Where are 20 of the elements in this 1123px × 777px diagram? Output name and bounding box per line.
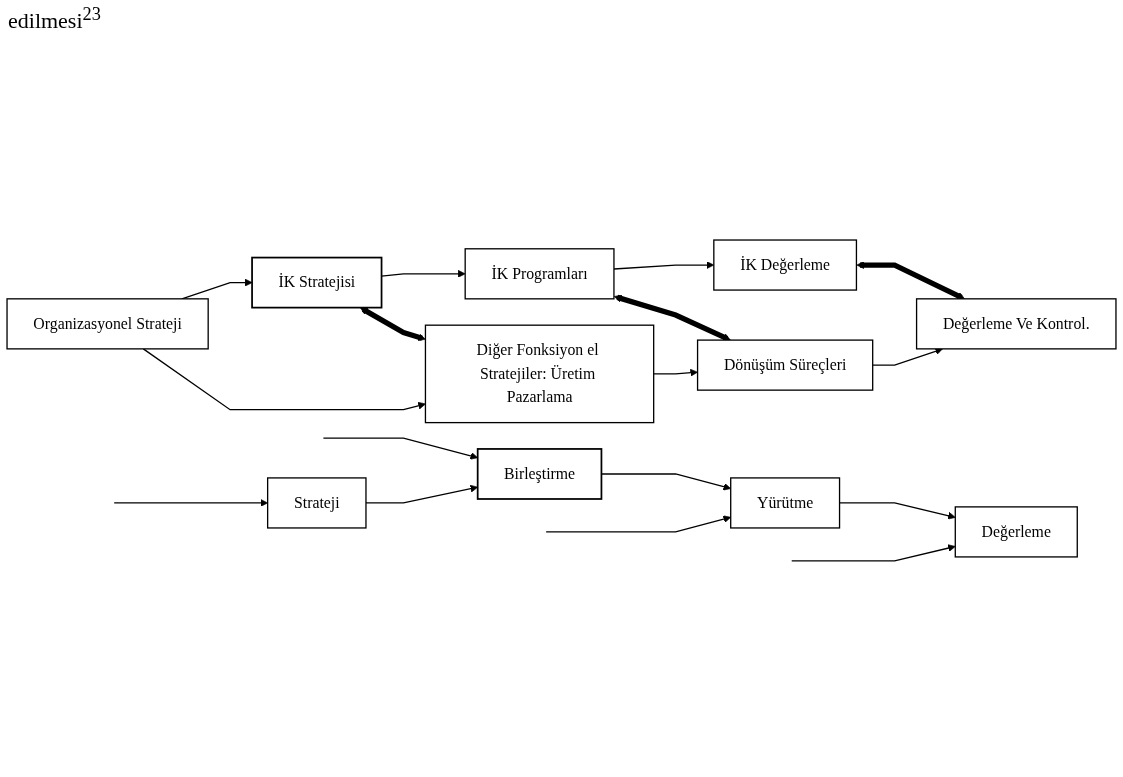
arrow — [653, 368, 698, 377]
arrow — [856, 260, 965, 300]
node-box: Diğer Fonksiyon el Stratejiler: Üretim Pazarlama — [424, 324, 655, 424]
arrow — [142, 347, 426, 411]
node-box: İK Değerleme — [713, 239, 858, 291]
arrow — [613, 294, 731, 341]
arrow — [872, 347, 943, 366]
arrow — [360, 306, 426, 341]
node-box: Birleştirme — [476, 447, 603, 500]
arrow — [113, 498, 268, 507]
node-box: Dönüşüm Süreçleri — [696, 339, 874, 391]
node-box: Yürütme — [730, 477, 841, 529]
node-box: Organizasyonel Strateji — [6, 297, 209, 350]
node-box: İK Stratejisi — [251, 256, 383, 309]
node-box: Strateji — [267, 477, 367, 529]
node-box: Değerleme — [954, 505, 1078, 558]
node-box: İK Programları — [464, 247, 615, 300]
arrow — [791, 544, 956, 562]
title: edilmesi$^{23}$ — [8, 4, 101, 35]
node-box: Değerleme Ve Kontrol. — [915, 297, 1117, 350]
